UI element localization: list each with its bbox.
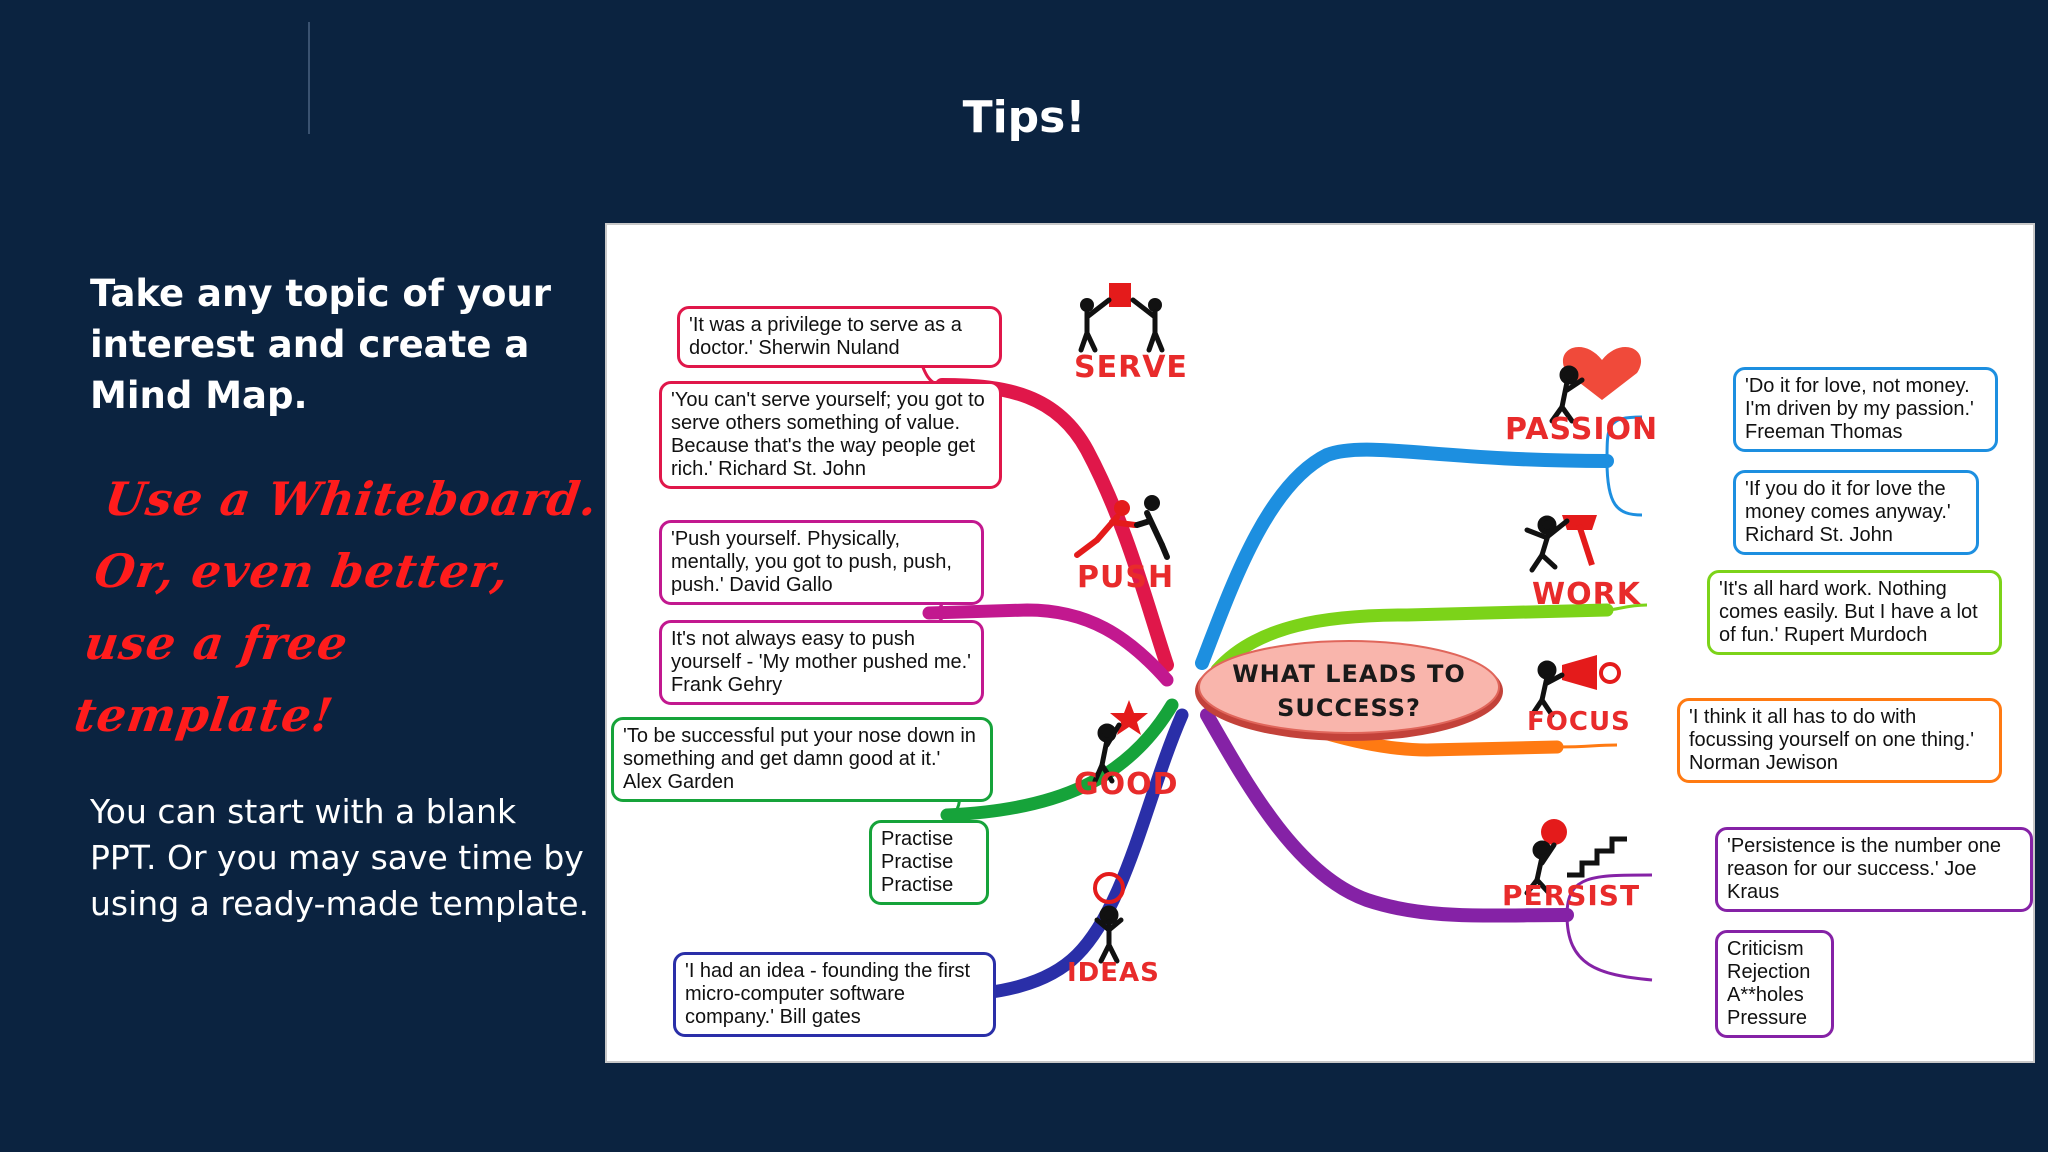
focus-label: FOCUS — [1527, 707, 1631, 737]
passion-connector — [1605, 415, 1643, 517]
quote-work-1: 'It's all hard work. Nothing comes easil… — [1707, 570, 2002, 655]
ideas-branch — [940, 708, 1189, 1002]
persist-connector — [1565, 873, 1653, 982]
quote-good-2: Practise Practise Practise — [869, 820, 989, 905]
persist-branch — [1200, 708, 1574, 923]
good-label: GOOD — [1074, 767, 1179, 802]
serve-label: SERVE — [1074, 350, 1188, 385]
work-connector — [1606, 603, 1648, 612]
passion-heart-icon — [1549, 347, 1642, 424]
quote-push-1: 'Push yourself. Physically, mentally, yo… — [659, 520, 984, 605]
good-branch — [940, 698, 1179, 822]
push-branch — [922, 603, 1174, 687]
title-divider — [308, 22, 310, 134]
quote-persist-1: 'Persistence is the number one reason fo… — [1715, 827, 2033, 912]
mind-map-image: SERVE PUSH GOOD IDEAS PASSION WORK FOCUS… — [605, 223, 2035, 1063]
left-column: Take any topic of your interest and crea… — [71, 268, 601, 927]
work-label: WORK — [1532, 577, 1641, 612]
push-label: PUSH — [1077, 560, 1175, 595]
quote-good-1: 'To be successful put your nose down in … — [611, 717, 993, 802]
passion-label: PASSION — [1505, 412, 1659, 447]
focus-connector — [1556, 743, 1618, 749]
slide-title: Tips! — [962, 92, 1086, 143]
ideas-label: IDEAS — [1067, 958, 1160, 988]
quote-passion-1: 'Do it for love, not money. I'm driven b… — [1733, 367, 1998, 452]
cursive-tip: Use a Whiteboard. Or, even better, use a… — [71, 472, 602, 742]
persist-label: PERSIST — [1502, 879, 1641, 912]
quote-focus-1: 'I think it all has to do with focussing… — [1677, 698, 2002, 783]
body-text: You can start with a blank PPT. Or you m… — [90, 792, 590, 923]
quote-passion-2: 'If you do it for love the money comes a… — [1733, 470, 1979, 555]
lead-text: Take any topic of your interest and crea… — [90, 272, 551, 417]
quote-persist-2: Criticism Rejection A**holes Pressure — [1715, 930, 1834, 1038]
passion-branch — [1195, 442, 1614, 670]
persist-stairs-icon — [1524, 819, 1627, 896]
push-figures-icon — [1074, 495, 1170, 560]
quote-push-2: It's not always easy to push yourself - … — [659, 620, 984, 705]
focus-megaphone-icon — [1529, 655, 1621, 718]
quote-serve-1: 'It was a privilege to serve as a doctor… — [677, 306, 1002, 368]
good-star-icon — [1092, 700, 1148, 784]
ideas-bulb-icon — [1093, 872, 1125, 964]
quote-ideas-1: 'I had an idea - founding the first micr… — [673, 952, 996, 1037]
serve-figures-icon — [1078, 283, 1165, 353]
mind-map-diagram — [901, 283, 1653, 1002]
center-topic: WHAT LEADS TO SUCCESS? — [1232, 660, 1466, 722]
quote-serve-2: 'You can't serve yourself; you got to se… — [659, 381, 1002, 489]
work-branch — [1210, 603, 1614, 677]
work-hammer-icon — [1524, 515, 1597, 573]
center-node-fill — [1198, 640, 1500, 734]
